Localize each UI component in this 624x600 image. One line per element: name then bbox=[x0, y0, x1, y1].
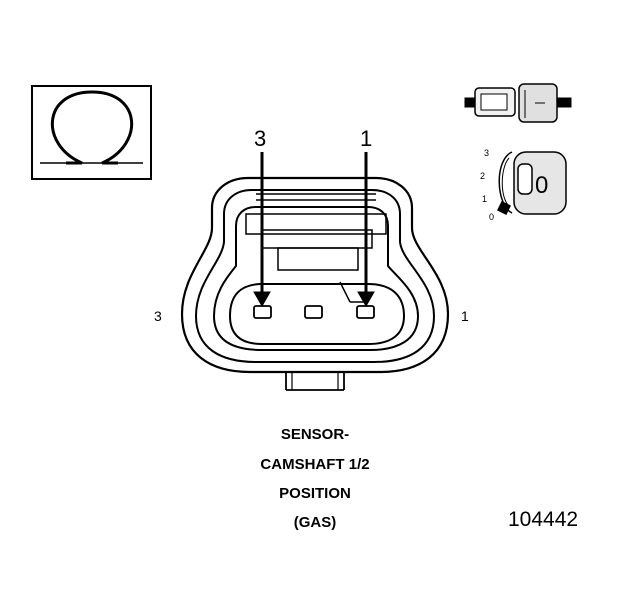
scale-label-2: 2 bbox=[480, 171, 486, 181]
terminal-cavities bbox=[253, 305, 375, 319]
caption-line-2: CAMSHAFT 1/2 bbox=[260, 456, 370, 473]
terminal-1-cavity bbox=[356, 305, 375, 319]
terminal-2-cavity bbox=[304, 305, 323, 319]
rotary-position-lock-icon bbox=[496, 151, 567, 216]
pointer-arrows bbox=[253, 152, 375, 308]
caption-line-1: SENSOR- bbox=[280, 426, 350, 443]
pin-1-side-label: 1 bbox=[461, 308, 469, 324]
terminal-3-cavity bbox=[253, 305, 272, 319]
caption-line-4: (GAS) bbox=[293, 514, 337, 531]
connector-housing bbox=[180, 176, 450, 391]
pin-3-top-label: 3 bbox=[254, 126, 267, 151]
pin-3-side-label: 3 bbox=[154, 308, 162, 324]
pin-1-top-label: 1 bbox=[360, 126, 373, 151]
reference-number: 104442 bbox=[508, 508, 579, 531]
rotary-indicator-label: 0 bbox=[535, 172, 549, 199]
caption-line-3: POSITION bbox=[279, 485, 351, 502]
omega-symbol-icon bbox=[31, 85, 152, 180]
connector-halves-icon bbox=[464, 83, 572, 123]
scale-label-1: 1 bbox=[482, 194, 488, 204]
scale-label-3: 3 bbox=[484, 148, 490, 158]
scale-label-0: 0 bbox=[489, 212, 495, 222]
